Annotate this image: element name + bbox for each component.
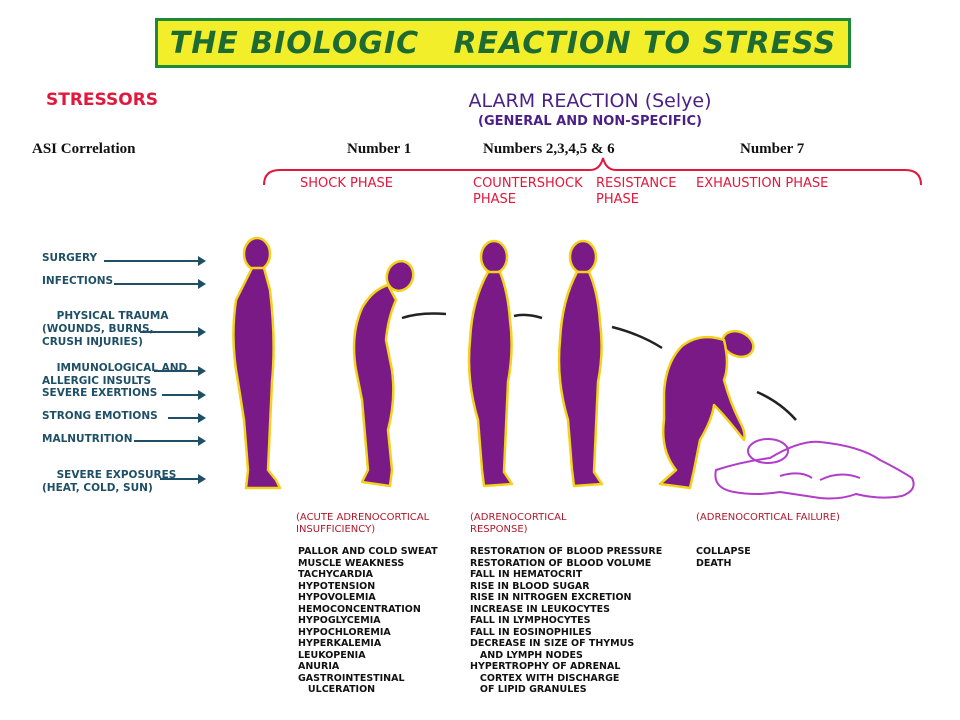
figure-standing-upright bbox=[232, 236, 282, 490]
stressor-surgery: SURGERY bbox=[42, 252, 206, 266]
asi-number-7: Number 7 bbox=[740, 141, 805, 157]
title-banner: THE BIOLOGIC REACTION TO STRESS bbox=[155, 18, 851, 68]
alarm-reaction-subtitle: (GENERAL AND NON-SPECIFIC) bbox=[478, 114, 702, 129]
figure-bent-over-exhaustion bbox=[658, 329, 755, 490]
asi-number-1: Number 1 bbox=[347, 141, 412, 157]
stressor-infections: INFECTIONS bbox=[42, 275, 206, 289]
stressor-malnutrition: MALNUTRITION bbox=[42, 433, 206, 446]
exhaustion-phase-label: EXHAUSTION PHASE bbox=[696, 176, 829, 191]
stressor-severe-exposures: SEVERE EXPOSURES (HEAT, COLD, SUN) bbox=[42, 456, 206, 521]
arrow-icon bbox=[162, 390, 206, 400]
exhaustion-effects-list: COLLAPSE DEATH bbox=[696, 546, 751, 569]
asi-numbers-2-6: Numbers 2,3,4,5 & 6 bbox=[483, 141, 615, 157]
stressor-strong-emotions: STRONG EMOTIONS bbox=[42, 410, 206, 423]
shock-phase-label: SHOCK PHASE bbox=[300, 176, 393, 191]
stressor-immunological: IMMUNOLOGICAL AND ALLERGIC INSULTS bbox=[42, 349, 206, 414]
stressor-physical-trauma: PHYSICAL TRAUMA (WOUNDS, BURNS, CRUSH IN… bbox=[42, 297, 206, 375]
arrow-icon bbox=[104, 256, 206, 266]
arrow-icon bbox=[140, 327, 206, 337]
transition-curve-4 bbox=[756, 390, 797, 421]
alarm-reaction-title: ALARM REACTION (Selye) bbox=[468, 90, 712, 112]
countershock-phase-label: COUNTERSHOCK PHASE bbox=[473, 176, 583, 207]
arrow-icon bbox=[154, 366, 206, 376]
shock-effects-list: PALLOR AND COLD SWEAT MUSCLE WEAKNESS TA… bbox=[298, 546, 438, 695]
alarm-reaction-heading: ALARM REACTION (Selye) (GENERAL AND NON-… bbox=[440, 90, 740, 129]
transition-curve-1 bbox=[401, 312, 447, 320]
arrow-icon bbox=[134, 436, 206, 446]
figure-upright-countershock bbox=[467, 239, 514, 488]
arrow-icon bbox=[160, 474, 206, 484]
arrow-icon bbox=[168, 413, 206, 423]
resistance-phase-label: RESISTANCE PHASE bbox=[596, 176, 677, 207]
stressors-heading: STRESSORS bbox=[46, 90, 159, 110]
figure-slumped-shock bbox=[352, 259, 415, 488]
arrow-icon bbox=[114, 279, 206, 289]
transition-curve-3 bbox=[611, 325, 663, 350]
adrenocortical-failure-label: (ADRENOCORTICAL FAILURE) bbox=[696, 512, 840, 523]
asi-correlation-label: ASI Correlation bbox=[32, 141, 136, 157]
resistance-effects-list: RESTORATION OF BLOOD PRESSURE RESTORATIO… bbox=[470, 546, 663, 695]
figure-collapsed-death bbox=[714, 438, 915, 500]
acute-insufficiency-label: (ACUTE ADRENOCORTICAL INSUFFICIENCY) bbox=[296, 512, 430, 535]
stressor-severe-exertions: SEVERE EXERTIONS bbox=[42, 387, 206, 400]
figure-upright-resistance bbox=[557, 239, 604, 488]
phase-bracket bbox=[263, 157, 922, 186]
transition-curve-2 bbox=[513, 313, 543, 320]
page-title: THE BIOLOGIC REACTION TO STRESS bbox=[169, 25, 837, 61]
adrenocortical-response-label: (ADRENOCORTICAL RESPONSE) bbox=[470, 512, 567, 535]
